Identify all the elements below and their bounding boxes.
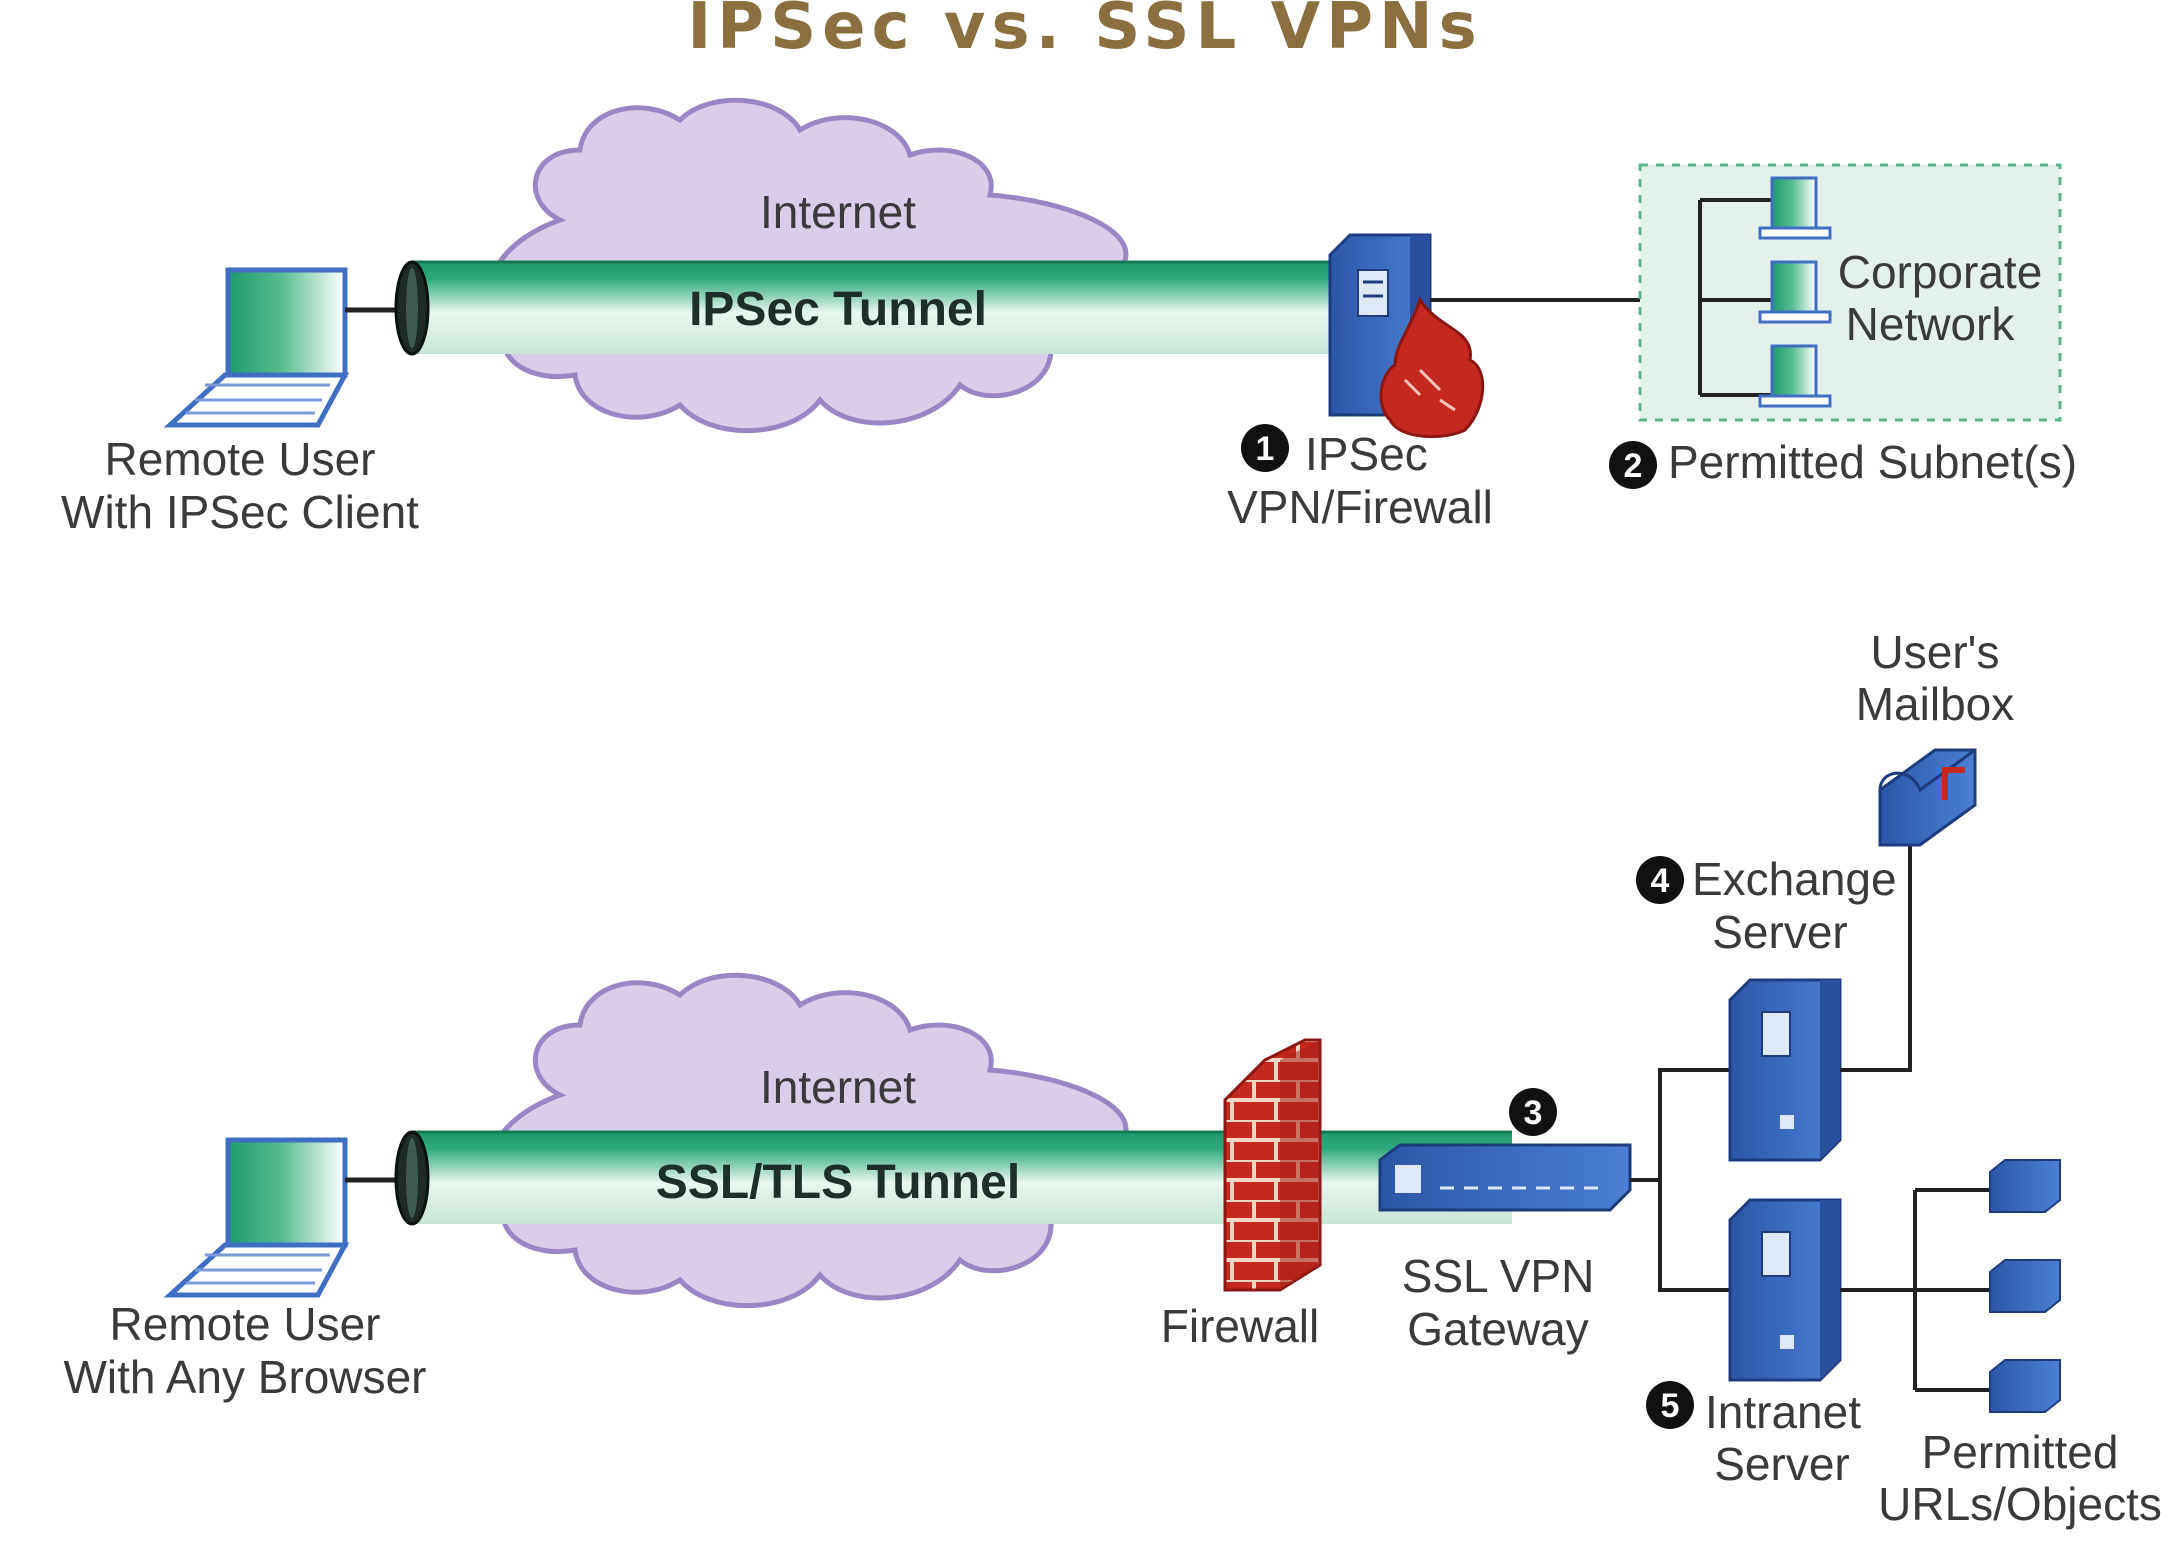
step-2-number: 2 bbox=[1624, 447, 1643, 485]
corporate-pc-icon bbox=[1758, 344, 1832, 408]
ipsec-vpn-label-1: IPSec bbox=[1305, 428, 1428, 480]
exchange-server-icon bbox=[1728, 978, 1842, 1162]
ssl-tunnel bbox=[394, 1130, 1512, 1226]
firewall-label: Firewall bbox=[1161, 1300, 1319, 1352]
ssl-client-label-2: With Any Browser bbox=[64, 1351, 427, 1403]
ssl-vpn-gateway-icon bbox=[1378, 1143, 1632, 1212]
intranet-server-icon bbox=[1728, 1198, 1842, 1382]
ssl-client-label-1: Remote User bbox=[110, 1298, 381, 1350]
intranet-label-1: Intranet bbox=[1705, 1386, 1861, 1438]
urls-branch-lines bbox=[1840, 1188, 1990, 1392]
permitted-subnet-label: Permitted Subnet(s) bbox=[1668, 436, 2077, 488]
url-object-icon bbox=[1989, 1159, 2061, 1213]
url-object-icon bbox=[1989, 1259, 2061, 1313]
ipsec-vpn-label-2: VPN/Firewall bbox=[1227, 481, 1493, 533]
ssl-cloud-label: Internet bbox=[760, 1061, 916, 1113]
ipsec-tunnel bbox=[394, 260, 1337, 356]
diagram-title: IPSec vs. SSL VPNs bbox=[687, 0, 1482, 64]
ssl-laptop-icon bbox=[163, 1137, 350, 1298]
step-3-number: 3 bbox=[1524, 1094, 1543, 1132]
permitted-subnet-box bbox=[1638, 163, 2062, 422]
subnet-branch-lines bbox=[1698, 198, 1775, 397]
mailbox-label-1: User's bbox=[1871, 626, 2000, 678]
gateway-branch-lines bbox=[1630, 1068, 1730, 1292]
exchange-label-1: Exchange bbox=[1692, 853, 1897, 905]
ipsec-section: Internet IPSec Tunnel bbox=[61, 97, 2077, 538]
exchange-label-2: Server bbox=[1712, 906, 1847, 958]
mailbox-label-2: Mailbox bbox=[1856, 678, 2015, 730]
step-4-number: 4 bbox=[1651, 862, 1670, 900]
urls-label-2: URLs/Objects bbox=[1878, 1478, 2162, 1530]
ipsec-laptop-icon bbox=[163, 267, 350, 428]
ipsec-client-label-1: Remote User bbox=[105, 433, 376, 485]
ipsec-firewall-flame-icon bbox=[1379, 296, 1485, 439]
intranet-label-2: Server bbox=[1714, 1438, 1849, 1490]
step-2-badge bbox=[1609, 441, 1657, 489]
mailbox-link bbox=[1840, 835, 1912, 1072]
step-5-number: 5 bbox=[1661, 1387, 1680, 1425]
corporate-network-label-1: Corporate bbox=[1838, 246, 2043, 298]
brick-firewall-icon bbox=[1223, 1038, 1322, 1292]
mailbox-icon bbox=[1878, 748, 1977, 847]
ssl-section: Internet SSL/TLS Tunnel Firewall bbox=[64, 626, 2162, 1530]
ipsec-tunnel-label: IPSec Tunnel bbox=[689, 283, 987, 336]
ssl-tunnel-label: SSL/TLS Tunnel bbox=[656, 1156, 1020, 1209]
url-object-icon bbox=[1989, 1359, 2061, 1413]
corporate-pc-icon bbox=[1758, 260, 1832, 324]
step-4-badge bbox=[1636, 856, 1684, 904]
gateway-label-2: Gateway bbox=[1407, 1303, 1589, 1355]
gateway-label-1: SSL VPN bbox=[1402, 1250, 1595, 1302]
ipsec-client-label-2: With IPSec Client bbox=[61, 486, 419, 538]
step-1-number: 1 bbox=[1256, 430, 1275, 468]
ipsec-cloud-label: Internet bbox=[760, 186, 916, 238]
step-5-badge bbox=[1646, 1381, 1694, 1429]
corporate-network-label-2: Network bbox=[1846, 298, 2016, 350]
step-3-badge bbox=[1509, 1088, 1557, 1136]
corporate-pc-icon bbox=[1758, 176, 1832, 240]
urls-label-1: Permitted bbox=[1922, 1426, 2119, 1478]
step-1-badge bbox=[1241, 424, 1289, 472]
